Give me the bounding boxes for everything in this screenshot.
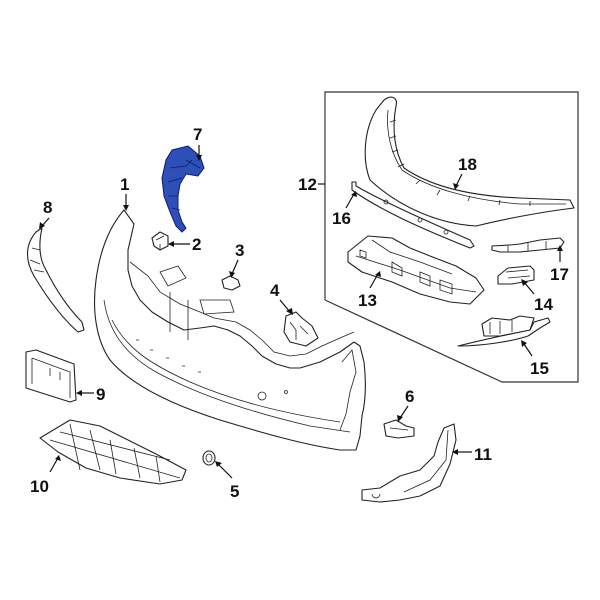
- part-6-clip[interactable]: [383, 419, 415, 439]
- part-13-absorber[interactable]: [347, 235, 485, 305]
- part-4-bracket[interactable]: [283, 311, 319, 347]
- callout-18: 18: [458, 155, 477, 174]
- callout-1: 1: [120, 175, 129, 194]
- part-17-bracket[interactable]: [491, 237, 565, 253]
- part-14-bracket[interactable]: [497, 265, 535, 285]
- part-8-side-molding[interactable]: [26, 227, 85, 333]
- part-7-highlighted-bracket[interactable]: [161, 145, 205, 233]
- callout-6: 6: [405, 387, 414, 406]
- part-1-bumper-cover[interactable]: [94, 209, 366, 451]
- part-2-clip[interactable]: [151, 231, 169, 251]
- part-9-plate-bracket[interactable]: [25, 349, 77, 403]
- part-10-lower-shield[interactable]: [39, 419, 187, 485]
- callout-3: 3: [235, 241, 244, 260]
- callout-7: 7: [193, 125, 202, 144]
- part-18-upper-trim[interactable]: [364, 96, 575, 227]
- part-5-grommet-ring[interactable]: [202, 450, 216, 466]
- part-3-grommet[interactable]: [221, 275, 241, 291]
- callout-17: 17: [550, 265, 569, 284]
- callout-9: 9: [96, 385, 105, 404]
- callout-14: 14: [534, 295, 553, 314]
- callout-labels: 1 2 3 4 5 6 7 8 9 10 11 12 13 14 15 16 1…: [30, 125, 569, 501]
- callout-5: 5: [230, 482, 239, 501]
- callout-10: 10: [30, 477, 49, 496]
- callout-8: 8: [43, 198, 52, 217]
- leader-lines: [39, 145, 563, 479]
- callout-16: 16: [332, 209, 351, 228]
- callout-2: 2: [192, 235, 201, 254]
- part-15-deflector[interactable]: [457, 315, 551, 347]
- callout-4: 4: [270, 281, 280, 300]
- callout-13: 13: [358, 291, 377, 310]
- callout-11: 11: [474, 445, 492, 464]
- callout-15: 15: [530, 359, 549, 378]
- part-16-retainer-strip[interactable]: [351, 181, 475, 249]
- group-box-12: [318, 91, 579, 383]
- callout-12: 12: [298, 175, 317, 194]
